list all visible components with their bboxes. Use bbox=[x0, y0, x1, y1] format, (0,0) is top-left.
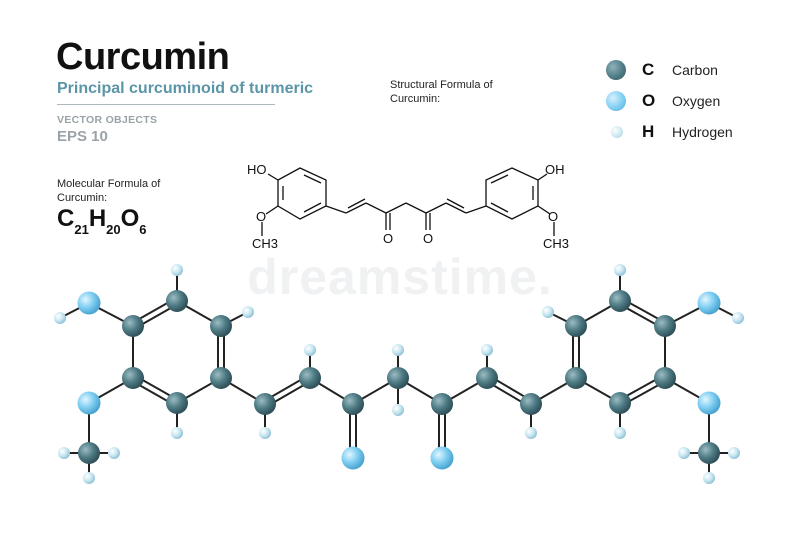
oxygen-atom bbox=[697, 291, 721, 315]
hydrogen-atom bbox=[108, 447, 120, 459]
hydrogen-legend-ball bbox=[611, 126, 623, 138]
hydrogen-atom bbox=[242, 306, 254, 318]
hydrogen-atom bbox=[678, 447, 690, 459]
carbon-atom bbox=[166, 290, 188, 312]
carbon-atom bbox=[299, 367, 321, 389]
formula-h: H bbox=[88, 205, 107, 232]
oh-right-label: OH bbox=[545, 162, 565, 177]
carbon-atom bbox=[609, 392, 631, 414]
hydrogen-atom bbox=[481, 344, 493, 356]
legend-name: Carbon bbox=[672, 62, 718, 78]
page-subtitle: Principal curcuminoid of turmeric bbox=[57, 80, 314, 97]
carbon-legend-ball bbox=[606, 60, 626, 80]
hydrogen-atom bbox=[392, 404, 404, 416]
oxygen-atom bbox=[430, 446, 454, 470]
hydrogen-atom bbox=[171, 427, 183, 439]
eps-label: EPS 10 bbox=[57, 128, 108, 145]
carbon-atom bbox=[210, 367, 232, 389]
title-divider bbox=[57, 104, 275, 105]
legend-symbol: H bbox=[642, 122, 655, 141]
legend-symbol: O bbox=[642, 91, 656, 110]
hydrogen-atom bbox=[259, 427, 271, 439]
page-title: Curcumin bbox=[56, 36, 230, 78]
hydrogen-atom bbox=[304, 344, 316, 356]
carbon-atom bbox=[565, 315, 587, 337]
ho-left-label: HO bbox=[247, 162, 267, 177]
oxygen-atom bbox=[697, 391, 721, 415]
carbon-atom bbox=[210, 315, 232, 337]
formula-c: C bbox=[57, 205, 75, 232]
hydrogen-atom bbox=[728, 447, 740, 459]
carbon-atom bbox=[609, 290, 631, 312]
molecular-formula: C21H20O6 bbox=[57, 205, 147, 237]
hydrogen-atom bbox=[703, 472, 715, 484]
hydrogen-atom bbox=[58, 447, 70, 459]
carbon-atom bbox=[431, 393, 453, 415]
legend-symbol: C bbox=[642, 60, 655, 79]
ketone-o-label: O bbox=[423, 231, 433, 246]
formula-c-count: 21 bbox=[74, 221, 89, 237]
carbon-atom bbox=[122, 367, 144, 389]
formula-o-count: 6 bbox=[139, 221, 147, 237]
ch3-right-label: CH3 bbox=[543, 236, 569, 251]
oxygen-atom bbox=[77, 291, 101, 315]
watermark: dreamstime. bbox=[247, 249, 553, 305]
legend-name: Hydrogen bbox=[672, 124, 733, 140]
o-right-label: O bbox=[548, 209, 558, 224]
legend-name: Oxygen bbox=[672, 93, 721, 109]
hydrogen-atom bbox=[614, 264, 626, 276]
structural-formula-caption: Structural Formula of Curcumin: bbox=[390, 79, 493, 106]
carbon-atom bbox=[520, 393, 542, 415]
atoms bbox=[54, 264, 744, 484]
formula-h-count: 20 bbox=[106, 221, 121, 237]
carbon-atom bbox=[698, 442, 720, 464]
hydrogen-atom bbox=[614, 427, 626, 439]
ketone-o-label: O bbox=[383, 231, 393, 246]
hydrogen-atom bbox=[732, 312, 744, 324]
carbon-atom bbox=[166, 392, 188, 414]
molecular-formula-caption: Molecular Formula of Curcumin: bbox=[57, 178, 161, 205]
hydrogen-atom bbox=[83, 472, 95, 484]
carbon-atom bbox=[654, 315, 676, 337]
carbon-atom bbox=[254, 393, 276, 415]
hydrogen-atom bbox=[542, 306, 554, 318]
carbon-atom bbox=[78, 442, 100, 464]
carbon-atom bbox=[387, 367, 409, 389]
o-left-label: O bbox=[256, 209, 266, 224]
vector-objects-label: VECTOR OBJECTS bbox=[57, 114, 158, 126]
oxygen-atom bbox=[341, 446, 365, 470]
carbon-atom bbox=[476, 367, 498, 389]
hydrogen-atom bbox=[171, 264, 183, 276]
carbon-atom bbox=[565, 367, 587, 389]
ch3-left-label: CH3 bbox=[252, 236, 278, 251]
oxygen-atom bbox=[77, 391, 101, 415]
hydrogen-atom bbox=[54, 312, 66, 324]
formula-o: O bbox=[120, 205, 140, 232]
carbon-atom bbox=[122, 315, 144, 337]
carbon-atom bbox=[342, 393, 364, 415]
hydrogen-atom bbox=[525, 427, 537, 439]
carbon-atom bbox=[654, 367, 676, 389]
hydrogen-atom bbox=[392, 344, 404, 356]
oxygen-legend-ball bbox=[606, 91, 626, 111]
